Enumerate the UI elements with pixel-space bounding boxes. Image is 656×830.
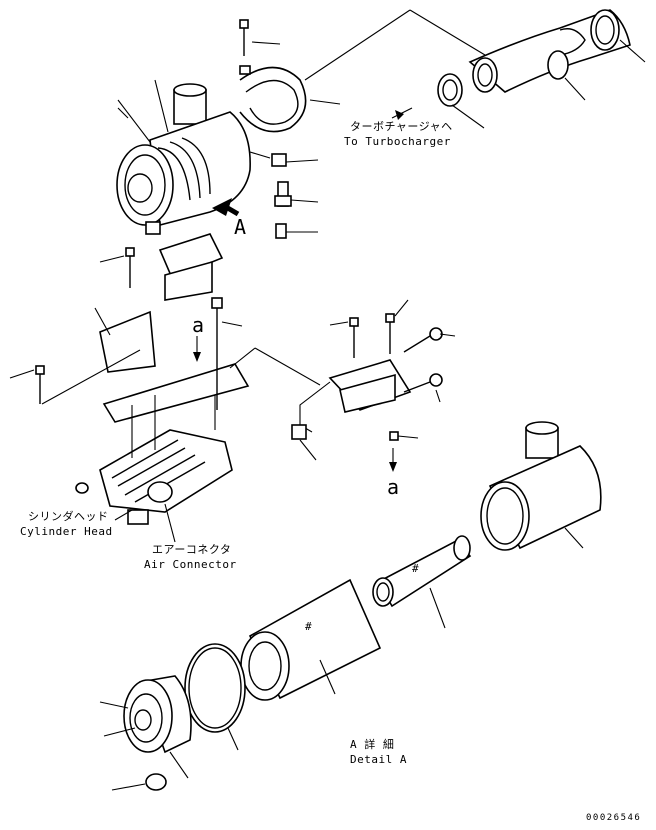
mounting-band bbox=[239, 65, 307, 133]
detail-a-caption: A 詳 細 Detail A bbox=[350, 737, 407, 766]
detail-a-jp: A 詳 細 bbox=[350, 737, 394, 751]
cover-assembly bbox=[99, 675, 192, 791]
turbocharger-en: To Turbocharger bbox=[344, 135, 451, 148]
ref-label-a-top: a bbox=[192, 313, 204, 337]
svg-text:#: # bbox=[305, 620, 312, 633]
lower-plate bbox=[9, 307, 250, 423]
ref-a-bottom: a bbox=[387, 448, 399, 499]
gasket-ring bbox=[184, 643, 246, 751]
air-cleaner-assembly bbox=[116, 83, 251, 235]
turbocharger-jp: ターボチャージャヘ bbox=[350, 120, 453, 133]
air-connector-en: Air Connector bbox=[144, 558, 237, 571]
outer-housing bbox=[480, 421, 602, 551]
cylinder-head bbox=[75, 395, 233, 525]
inner-filter-element: # bbox=[372, 535, 472, 629]
top-bolt bbox=[239, 19, 281, 56]
intake-hose-assembly bbox=[468, 9, 631, 93]
cylinder-head-jp: シリンダヘッド bbox=[28, 509, 109, 523]
svg-text:#: # bbox=[412, 562, 419, 575]
restriction-indicator bbox=[249, 151, 319, 239]
long-bolt bbox=[211, 297, 243, 410]
view-arrow-a: A bbox=[212, 198, 246, 239]
drawing-number: 00026546 bbox=[586, 813, 641, 823]
outer-filter-element: # bbox=[240, 578, 382, 701]
cylinder-head-label: シリンダヘッド Cylinder Head bbox=[20, 509, 133, 538]
hose-clamp bbox=[437, 50, 569, 107]
detail-a-en: Detail A bbox=[350, 753, 407, 766]
sensor-bracket bbox=[291, 299, 456, 461]
cylinder-head-en: Cylinder Head bbox=[20, 525, 113, 538]
upper-bracket bbox=[99, 233, 224, 301]
air-connector-label: エアーコネクタ Air Connector bbox=[144, 503, 237, 571]
view-label-a: A bbox=[234, 215, 246, 239]
ref-a-top: a bbox=[192, 313, 204, 362]
ref-label-a-bottom: a bbox=[387, 475, 399, 499]
air-connector-jp: エアーコネクタ bbox=[152, 543, 231, 556]
turbocharger-label: ターボチャージャヘ To Turbocharger bbox=[344, 107, 453, 148]
